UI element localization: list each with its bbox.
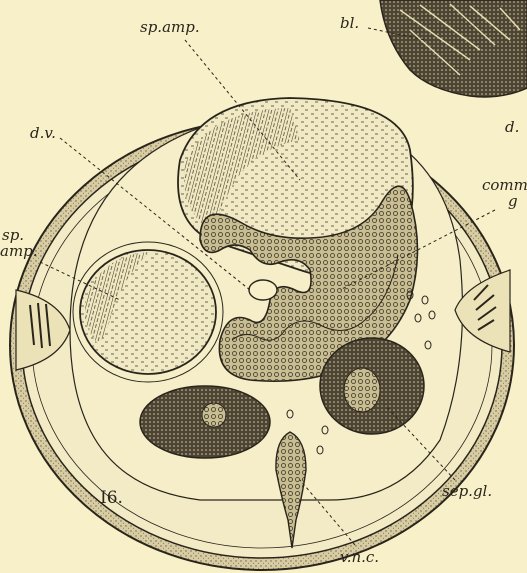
septal-gland-right xyxy=(320,338,424,434)
bl-tissue xyxy=(380,0,527,97)
label-vnc: v.n.c. xyxy=(340,550,379,565)
septal-gland-left xyxy=(140,386,270,458)
label-dv: d.v. xyxy=(30,126,56,141)
label-amp-left: amp. xyxy=(0,244,38,259)
label-sp-amp-top: sp.amp. xyxy=(140,20,200,35)
dorsal-vessel xyxy=(249,280,277,300)
label-bl: bl. xyxy=(340,16,359,31)
label-g: g xyxy=(508,194,518,209)
figure-number: I6. xyxy=(100,488,123,508)
label-comm: comm xyxy=(482,178,527,193)
label-sp-left: sp. xyxy=(2,228,24,243)
label-d-right: d. xyxy=(505,120,519,135)
label-sep-gl: sep.gl. xyxy=(442,484,492,499)
